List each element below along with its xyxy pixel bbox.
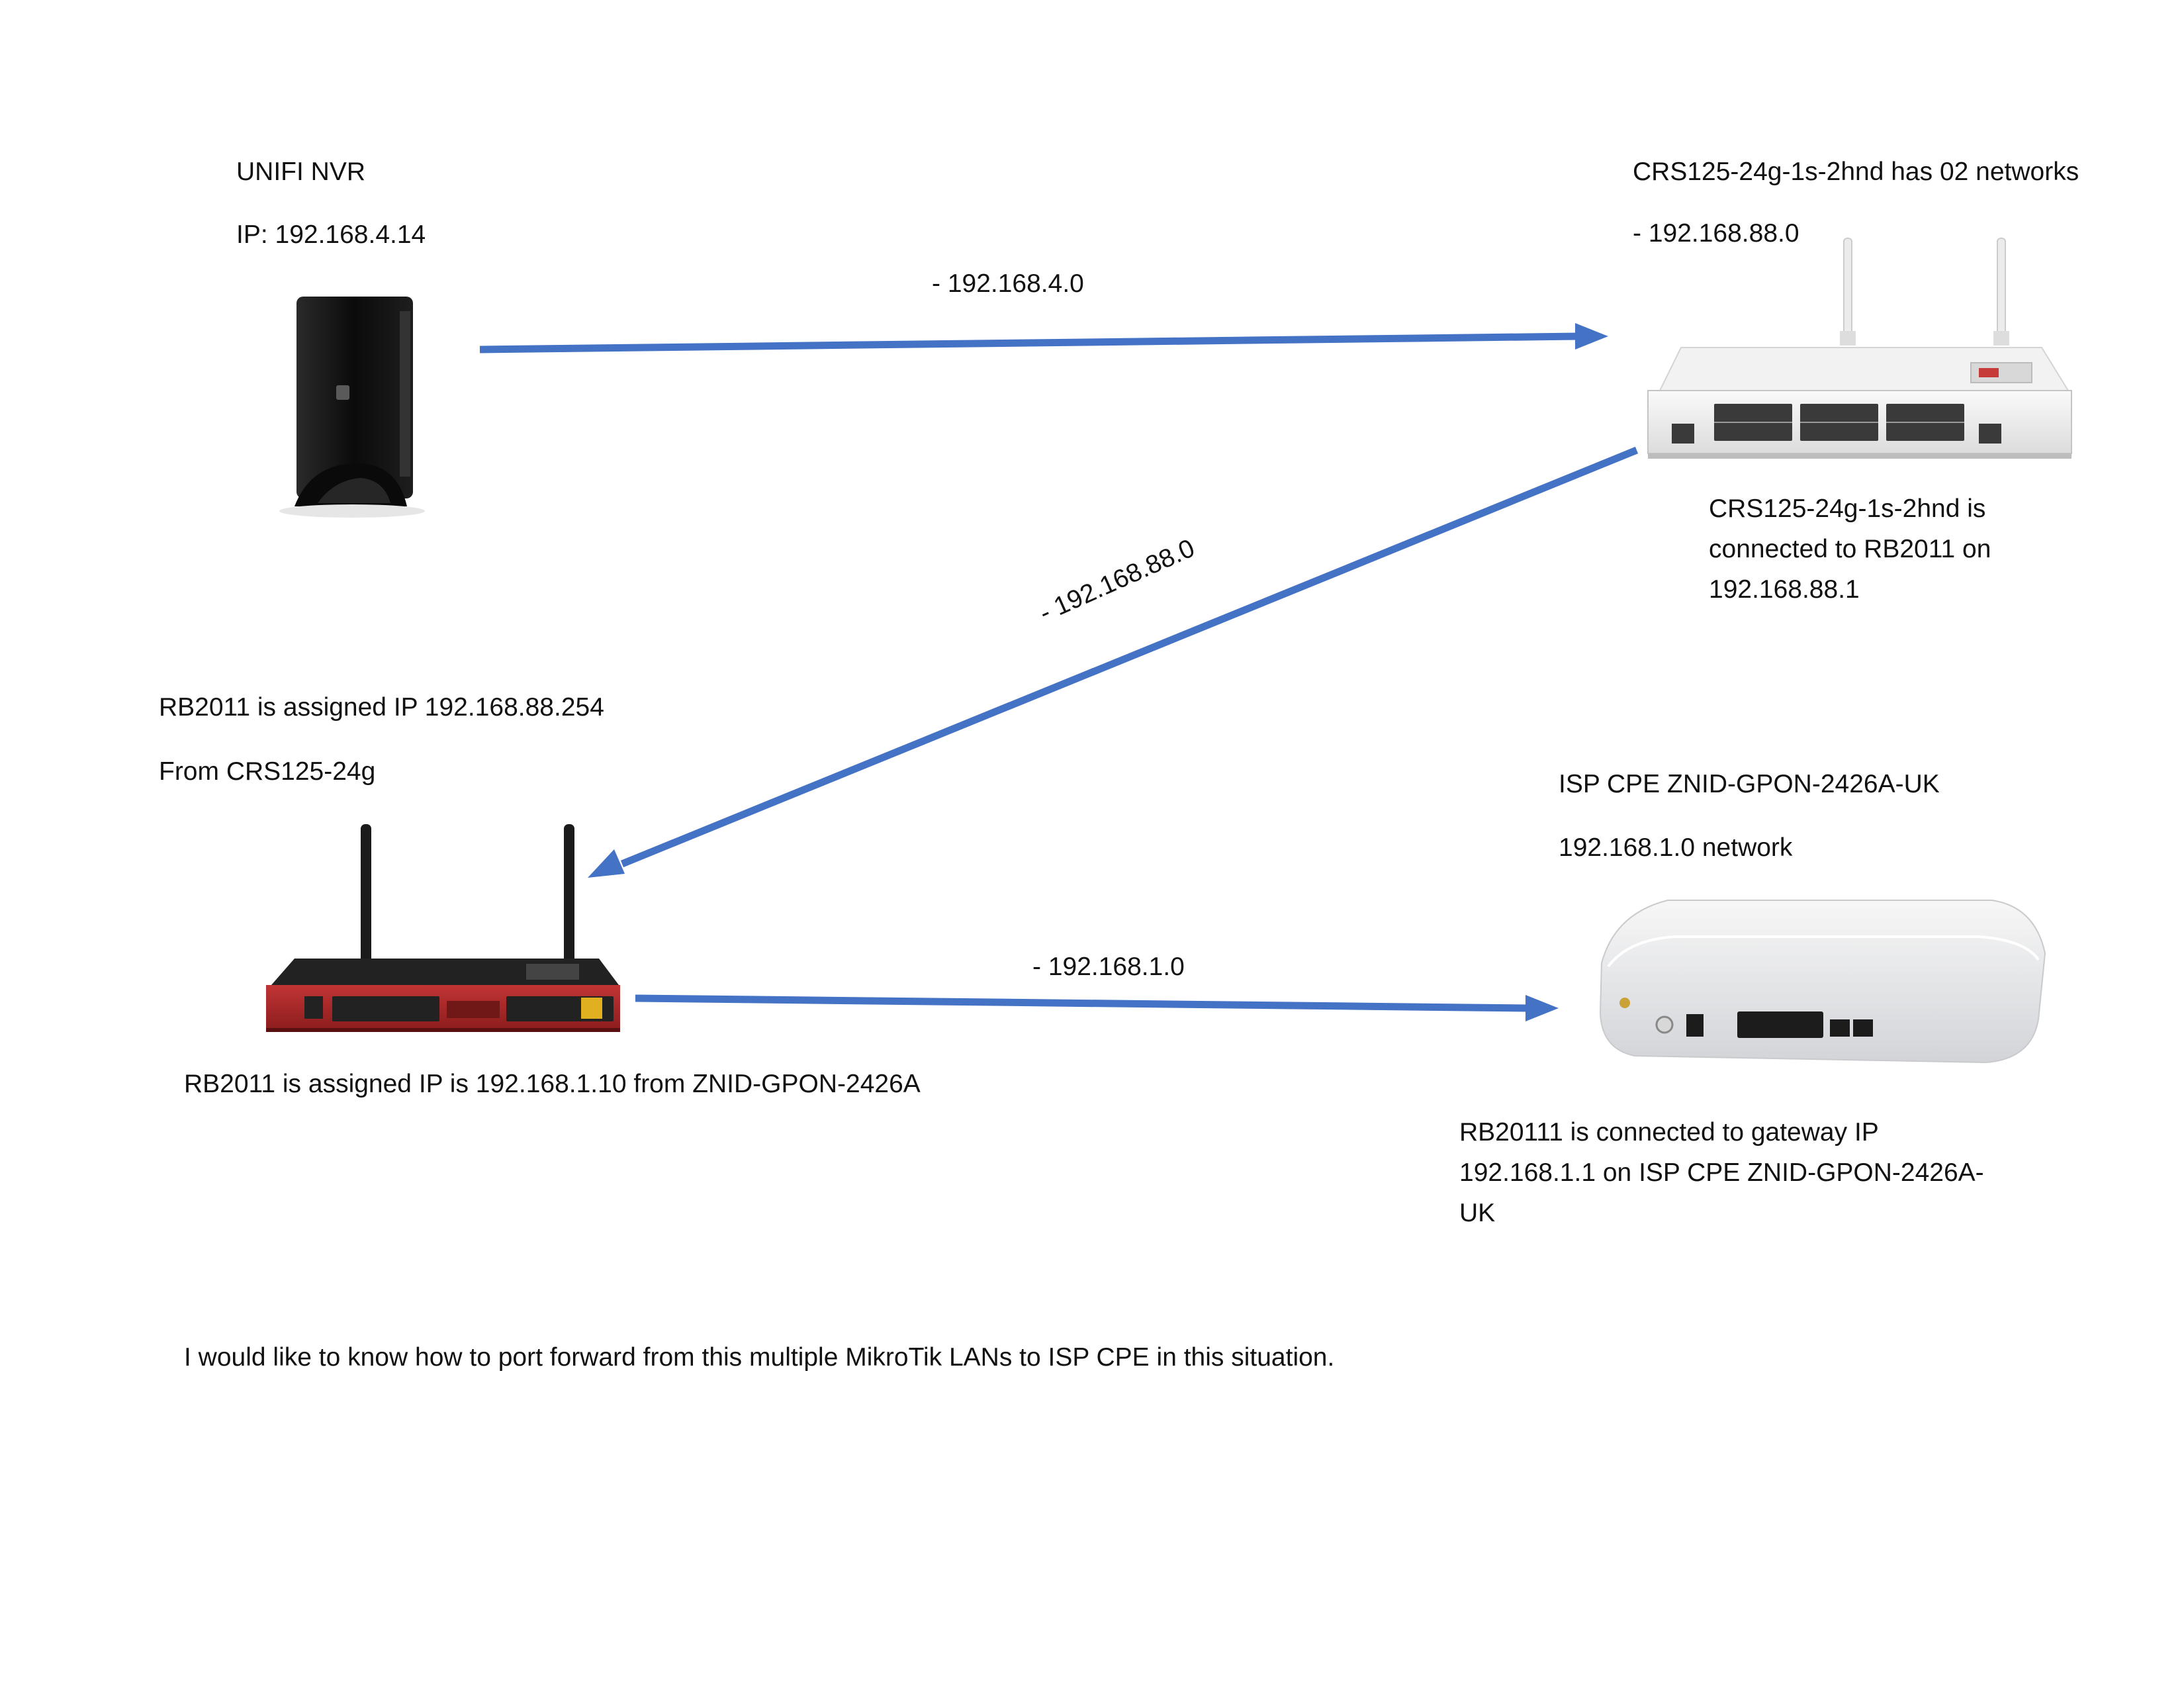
link-rb-isp-label: - 192.168.1.0 [1032, 953, 1185, 981]
rb2011-router-device [266, 824, 620, 1032]
rb-assigned-1: RB2011 is assigned IP is 192.168.1.10 fr… [184, 1070, 921, 1098]
isp-desc-line-1: RB20111 is connected to gateway IP [1459, 1118, 1879, 1147]
isp-desc-line-2: 192.168.1.1 on ISP CPE ZNID-GPON-2426A- [1459, 1158, 1984, 1187]
link-nvr-crs-label: - 192.168.4.0 [932, 269, 1084, 298]
arrow-nvr-to-crs [479, 323, 1608, 353]
crs-network: - 192.168.88.0 [1633, 219, 1799, 248]
question-text: I would like to know how to port forward… [184, 1343, 1335, 1372]
isp-cpe-znid-device [1599, 900, 2046, 1064]
crs-desc-line-1: CRS125-24g-1s-2hnd is [1709, 494, 1986, 523]
crs-title: CRS125-24g-1s-2hnd has 02 networks [1633, 158, 2079, 186]
crs-desc-line-2: connected to RB2011 on [1709, 535, 1991, 563]
rb-from-crs: From CRS125-24g [159, 757, 376, 786]
crs125-switch-device [1647, 238, 2072, 459]
arrow-rb-to-isp [635, 994, 1559, 1021]
nvr-ip: IP: 192.168.4.14 [236, 220, 426, 249]
unifi-nvr-device [279, 297, 425, 518]
isp-title: ISP CPE ZNID-GPON-2426A-UK [1559, 770, 1940, 798]
rb-assigned-88: RB2011 is assigned IP 192.168.88.254 [159, 693, 604, 722]
nvr-title: UNIFI NVR [236, 158, 365, 186]
isp-network: 192.168.1.0 network [1559, 833, 1793, 862]
arrow-crs-to-rb [588, 446, 1639, 878]
crs-desc-line-3: 192.168.88.1 [1709, 575, 1860, 604]
isp-desc-line-3: UK [1459, 1199, 1496, 1227]
